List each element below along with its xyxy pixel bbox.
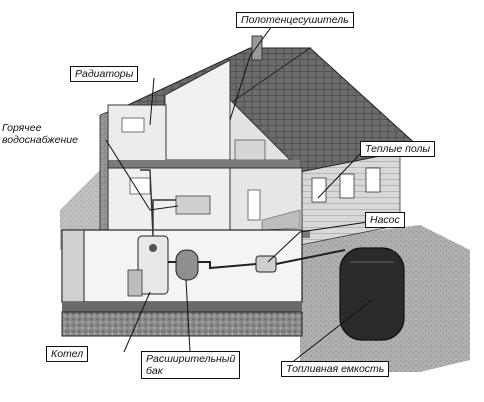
label-radiators: Радиаторы: [70, 66, 139, 82]
expansion-tank-vessel: [175, 249, 199, 281]
boiler-gauge: [149, 244, 157, 252]
foundation-slab: [62, 302, 302, 312]
window: [311, 177, 327, 203]
label-expansion-tank-line2: бак: [146, 365, 163, 377]
radiator-ground: [129, 177, 151, 195]
label-hot-water-line1: Горячее: [2, 122, 42, 134]
window: [365, 167, 381, 193]
floor-slab-upper: [100, 160, 300, 168]
radiator-upper: [121, 117, 145, 133]
label-pump: Насос: [365, 212, 405, 228]
door: [247, 189, 261, 221]
ground-floor-room-left: [107, 167, 231, 231]
gravel-bed: [61, 311, 303, 337]
label-fuel-tank: Топливная емкость: [281, 361, 390, 377]
chimney: [251, 35, 263, 61]
heating-pipes: [140, 169, 176, 237]
pump-unit: [255, 255, 277, 273]
boiler-side-unit: [127, 269, 143, 297]
basement-left-wall: [61, 229, 85, 303]
window: [339, 173, 355, 199]
label-boiler: Котел: [46, 346, 89, 362]
label-expansion-tank-line1: Расширительный: [146, 353, 236, 365]
upper-right-furniture: [234, 139, 266, 161]
label-hot-water-supply: Горячее водоснабжение: [2, 122, 78, 146]
bathtub: [175, 195, 211, 215]
label-expansion-tank: Расширительный бак: [141, 351, 241, 379]
label-warm-floors: Теплые полы: [360, 141, 436, 157]
label-hot-water-line2: водоснабжение: [2, 134, 78, 146]
upper-left-room: [107, 104, 167, 164]
left-wall: [99, 111, 109, 241]
warm-floor-section: [261, 209, 301, 231]
label-towel-dryer: Полотенцесушитель: [236, 12, 354, 28]
fuel-tank-vessel: [339, 247, 405, 341]
fuel-pipe: [168, 249, 346, 270]
